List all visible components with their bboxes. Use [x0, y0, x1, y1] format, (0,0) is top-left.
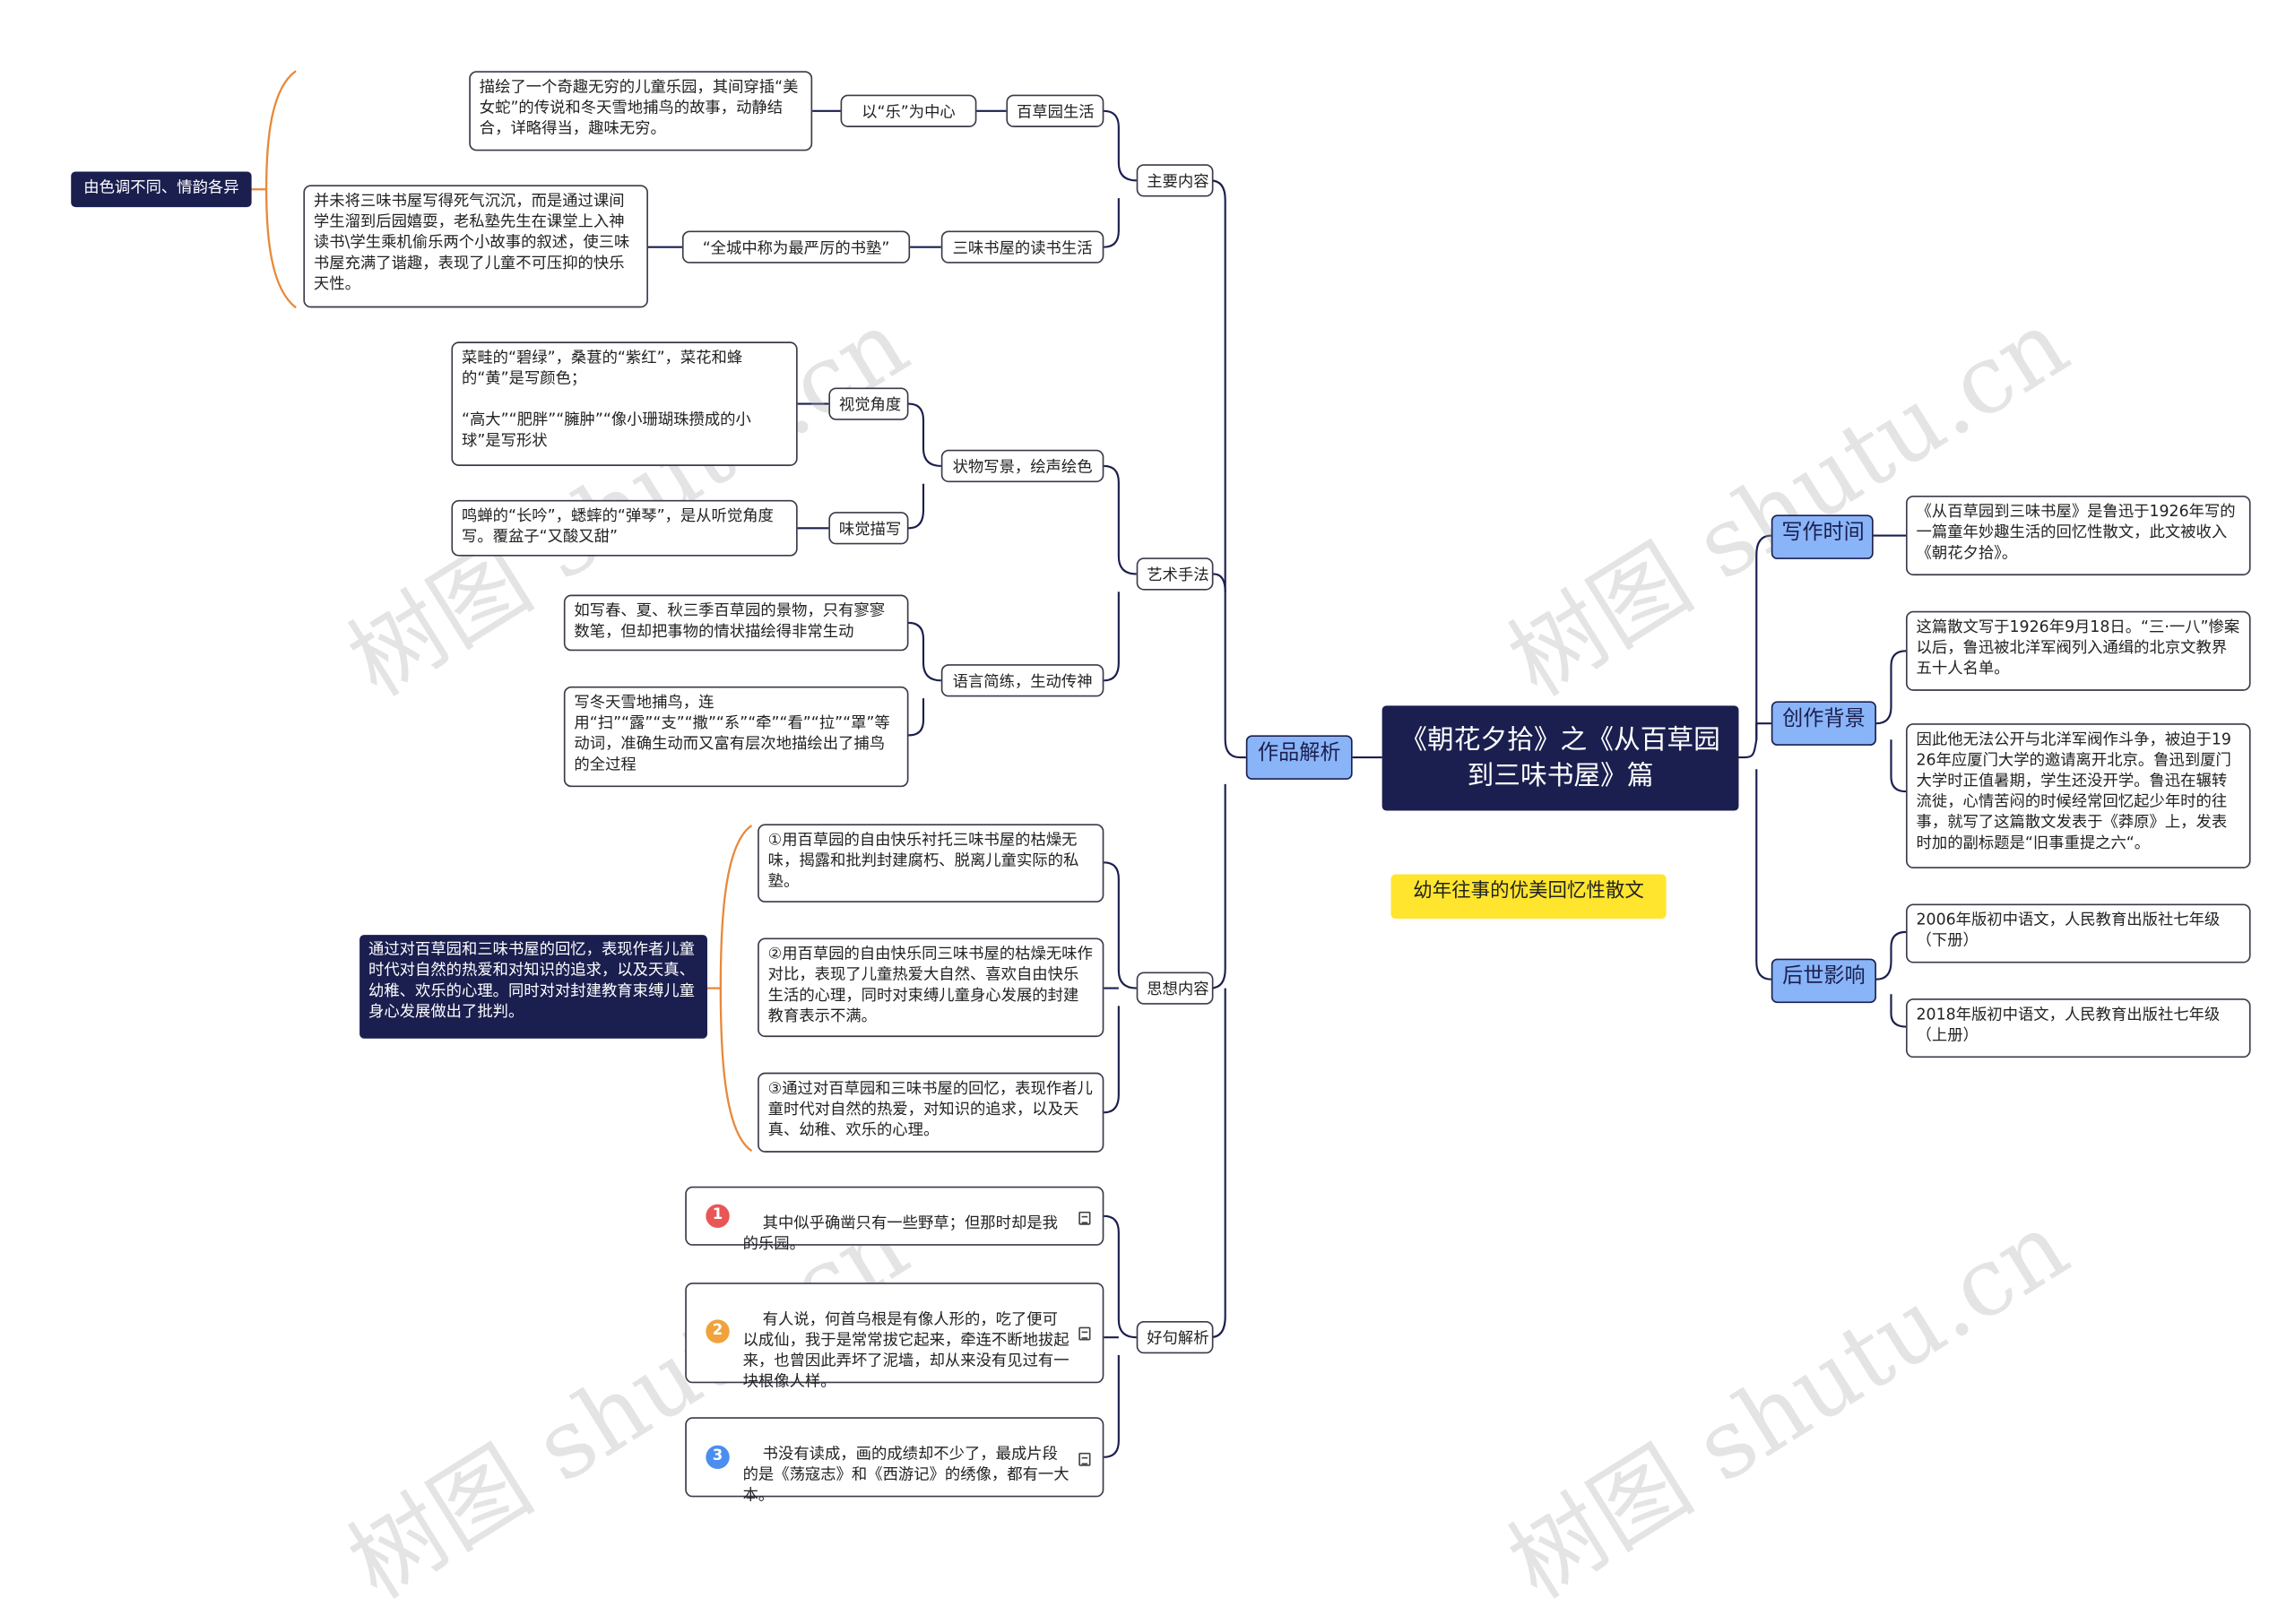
- thought-summary[interactable]: 通过对百草园和三味书屋的回忆，表现作者儿童时代对自然的热爱和对知识的追求，以及天…: [359, 935, 707, 1039]
- topic-thought[interactable]: 思想内容: [1136, 972, 1214, 1005]
- mindmap-canvas: 树图 shutu.cn 树图 shutu.cn 树图 shutu.cn 树图 s…: [71, 70, 2251, 1620]
- topic-art-techniques[interactable]: 艺术手法: [1136, 557, 1214, 591]
- priority-2-icon: 2: [706, 1319, 730, 1343]
- thought-item-2[interactable]: ②用百草园的自由快乐同三味书屋的枯燥无味作对比，表现了儿童热爱大自然、喜欢自由快…: [758, 937, 1104, 1038]
- topic-yuyan[interactable]: 语言简练，生动传神: [940, 664, 1104, 697]
- topic-zhuangwu[interactable]: 状物写景，绘声绘色: [940, 449, 1104, 483]
- taste-detail[interactable]: 鸣蝉的“长吟”，蟋蟀的“弹琴”，是从听觉角度写。覆盆子“又酸又甜”: [451, 499, 798, 557]
- influence-detail-2[interactable]: 2018年版初中语文，人民教育出版社七年级（上册）: [1905, 998, 2251, 1058]
- yuyan-detail-2[interactable]: 写冬天雪地捕鸟，连用“扫”“露”“支”“撒”“系”“牵”“看”“拉”“罩”等动词…: [563, 686, 909, 788]
- priority-1-icon: 1: [706, 1204, 730, 1228]
- thought-item-3[interactable]: ③通过对百草园和三味书屋的回忆，表现作者儿童时代对自然的热爱，对知识的追求，以及…: [758, 1072, 1104, 1153]
- background-detail-1[interactable]: 这篇散文写于1926年9月18日。“三·一八”惨案以后，鲁迅被北洋军阀列入通缉的…: [1905, 610, 2251, 691]
- sentence-text: 书没有读成，画的成绩却不少了，最成片段的是《荡寇志》和《西游记》的绣像，都有一大…: [742, 1445, 1070, 1505]
- subtitle-label[interactable]: 幼年往事的优美回忆性散文: [1390, 874, 1667, 920]
- priority-3-icon: 3: [706, 1445, 730, 1470]
- baicao-detail[interactable]: 描绘了一个奇趣无穷的儿童乐园，其间穿插“美女蛇”的传说和冬天雪地捕鸟的故事，动静…: [469, 71, 813, 151]
- sanwei-detail[interactable]: 并未将三味书屋写得死气沉沉，而是通过课间学生溜到后园嬉耍，老私塾先生在课堂上入神…: [303, 185, 648, 308]
- yuyan-detail-1[interactable]: 如写春、夏、秋三季百草园的景物，只有寥寥数笔，但却把事物的情状描绘得非常生动: [563, 594, 909, 652]
- note-icon[interactable]: [1078, 1326, 1091, 1341]
- sentence-item-2[interactable]: 有人说，何首乌根是有像人形的，吃了便可以成仙，我于是常常拔它起来，牵连不断地拔起…: [685, 1283, 1104, 1391]
- background-detail-2[interactable]: 因此他无法公开与北洋军阀作斗争，被迫于1926年应厦门大学的邀请离开北京。鲁迅到…: [1905, 723, 2251, 868]
- branch-writing-time[interactable]: 写作时间: [1771, 514, 1874, 559]
- branch-influence[interactable]: 后世影响: [1771, 958, 1876, 1004]
- topic-main-content[interactable]: 主要内容: [1136, 164, 1214, 197]
- visual-detail[interactable]: 菜畦的“碧绿”，桑葚的“紫红”，菜花和蜂的“黄”是写颜色； “高大”“肥胖”“臃…: [451, 341, 798, 466]
- thought-item-1[interactable]: ①用百草园的自由快乐衬托三味书屋的枯燥无味，揭露和批判封建腐朽、脱离儿童实际的私…: [758, 824, 1104, 903]
- topic-sanwei-sub[interactable]: “全城中称为最严厉的书塾”: [681, 230, 911, 263]
- branch-work-analysis[interactable]: 作品解析: [1245, 735, 1353, 780]
- topic-visual-angle[interactable]: 视觉角度: [828, 387, 909, 420]
- sentence-text: 其中似乎确凿只有一些野草；但那时却是我的乐园。: [742, 1214, 1058, 1254]
- topic-sanwei-life[interactable]: 三味书屋的读书生活: [940, 230, 1104, 263]
- topic-good-sentences[interactable]: 好句解析: [1136, 1320, 1214, 1354]
- writing-time-detail[interactable]: 《从百草园到三味书屋》是鲁迅于1926年写的一篇童年妙趣生活的回忆性散文，此文被…: [1905, 495, 2251, 576]
- topic-baicao-life[interactable]: 百草园生活: [1006, 94, 1104, 127]
- topic-taste[interactable]: 味觉描写: [828, 512, 909, 545]
- note-icon[interactable]: [1078, 1211, 1091, 1225]
- sentence-item-3[interactable]: 书没有读成，画的成绩却不少了，最成片段的是《荡寇志》和《西游记》的绣像，都有一大…: [685, 1417, 1104, 1505]
- topic-baicao-sub[interactable]: 以“乐”为中心: [840, 94, 977, 127]
- sentence-item-1[interactable]: 其中似乎确凿只有一些野草；但那时却是我的乐园。: [685, 1186, 1104, 1253]
- root-topic[interactable]: 《朝花夕拾》之《从百草园到三味书屋》篇: [1381, 705, 1739, 811]
- main-content-summary[interactable]: 由色调不同、情韵各异: [71, 171, 252, 208]
- sentence-text: 有人说，何首乌根是有像人形的，吃了便可以成仙，我于是常常拔它起来，牵连不断地拔起…: [742, 1310, 1070, 1391]
- branch-background[interactable]: 创作背景: [1771, 701, 1876, 746]
- influence-detail-1[interactable]: 2006年版初中语文，人民教育出版社七年级（下册）: [1905, 903, 2251, 963]
- note-icon[interactable]: [1078, 1452, 1091, 1466]
